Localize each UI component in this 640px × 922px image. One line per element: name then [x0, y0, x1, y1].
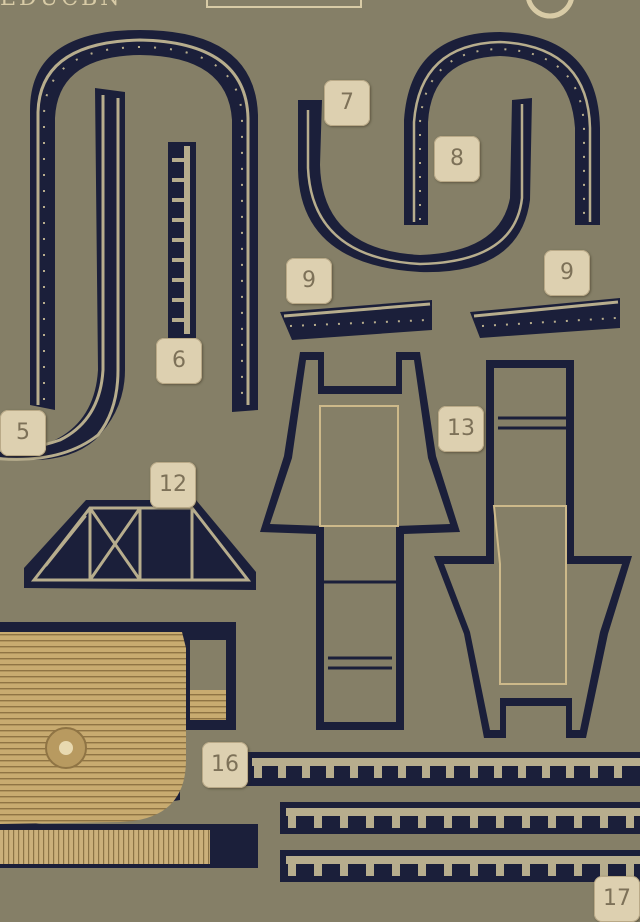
photo-etch-fret [0, 0, 640, 882]
part-label-9-left: 9 [286, 258, 332, 304]
brand-text: EDUCBN [0, 0, 123, 11]
part-9-right-strip [470, 298, 620, 338]
part-13-right-plate [434, 360, 632, 738]
part-label-16: 16 [202, 742, 248, 788]
ribbed-deck-part [0, 622, 258, 868]
part-6-comb [168, 142, 196, 338]
part-label-12: 12 [150, 462, 196, 508]
part-12-truss [24, 500, 256, 590]
part-label-7: 7 [324, 80, 370, 126]
part-7-curve [298, 98, 532, 273]
part-16-rack-strips [246, 752, 640, 882]
part-13-left-plate [260, 352, 460, 730]
part-label-9-right: 9 [544, 250, 590, 296]
part-label-6: 6 [156, 338, 202, 384]
top-ring-fragment [526, 0, 574, 19]
brand-underline-box [206, 0, 362, 8]
part-8-arch [404, 32, 600, 225]
part-9-left-strip [280, 300, 432, 340]
part-label-13: 13 [438, 406, 484, 452]
part-6-loop [30, 30, 258, 412]
part-label-8: 8 [434, 136, 480, 182]
part-label-5: 5 [0, 410, 46, 456]
part-label-17: 17 [594, 876, 640, 922]
